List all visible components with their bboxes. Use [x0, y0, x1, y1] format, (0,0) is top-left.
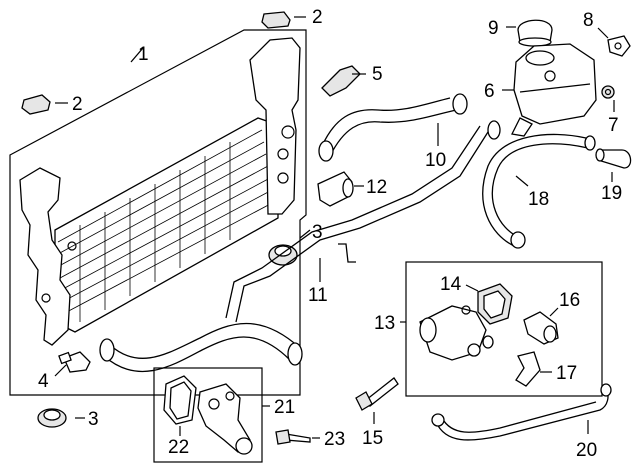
- fitting-16: [523, 311, 559, 345]
- callout-13: 13: [374, 313, 395, 334]
- leader-14: [465, 284, 479, 292]
- water-outlet-assembly-box: [153, 367, 263, 463]
- callout-23: 23: [324, 429, 345, 450]
- callout-3-upper: 3: [312, 222, 323, 243]
- bracket-5: [321, 65, 361, 97]
- callout-4: 4: [38, 371, 49, 392]
- plug-2-top: [261, 11, 291, 29]
- lower-hose-11: [99, 120, 501, 373]
- callout-5: 5: [372, 64, 383, 85]
- callout-11: 11: [308, 285, 328, 306]
- leader-18: [515, 175, 529, 187]
- callout-3-lower: 3: [88, 409, 99, 430]
- callout-12: 12: [366, 177, 387, 198]
- hose-18: [482, 133, 596, 249]
- callout-21: 21: [274, 397, 295, 418]
- callout-7: 7: [608, 115, 619, 136]
- upper-hose-10: [318, 93, 468, 162]
- callout-8: 8: [583, 10, 594, 31]
- callout-10: 10: [425, 150, 446, 171]
- water-outlet-21: [197, 383, 253, 455]
- hose-20: [431, 383, 612, 441]
- hose-19: [595, 148, 632, 169]
- callout-20: 20: [576, 440, 597, 461]
- gasket-14: [477, 283, 513, 325]
- cap-9: [517, 19, 553, 47]
- plug-2-left: [21, 94, 51, 115]
- callout-19: 19: [601, 183, 622, 204]
- leader-4: [54, 364, 67, 377]
- clip-17: [515, 351, 541, 387]
- bolt-7: [601, 85, 615, 99]
- callout-14: 14: [440, 274, 462, 295]
- thermostat-assembly-box: [405, 261, 603, 397]
- callout-15: 15: [362, 428, 383, 449]
- grommet-3-lower: [37, 408, 67, 428]
- callout-16: 16: [559, 290, 580, 311]
- leader-8: [597, 27, 609, 39]
- housing-13: [419, 305, 494, 361]
- drain-plug-4: [58, 351, 91, 373]
- grommet-3-upper: [268, 244, 298, 266]
- outlet-12: [317, 171, 354, 207]
- callout-18: 18: [528, 189, 549, 210]
- leader-3-upper: [299, 229, 311, 239]
- callout-9: 9: [488, 18, 499, 39]
- radiator: [19, 37, 301, 346]
- callout-17: 17: [556, 363, 577, 384]
- leader-16: [549, 307, 559, 317]
- callout-22: 22: [168, 437, 189, 458]
- reservoir-6: [511, 43, 597, 137]
- gasket-22: [163, 375, 197, 425]
- bolt-15: [355, 377, 399, 411]
- callout-2-left: 2: [72, 94, 83, 115]
- bracket-8: [607, 35, 631, 57]
- callout-2-top: 2: [312, 7, 323, 28]
- callout-1: 1: [138, 44, 149, 65]
- radiator-assembly-outline: [9, 29, 307, 396]
- bolt-23: [275, 429, 311, 445]
- callout-6: 6: [484, 81, 495, 102]
